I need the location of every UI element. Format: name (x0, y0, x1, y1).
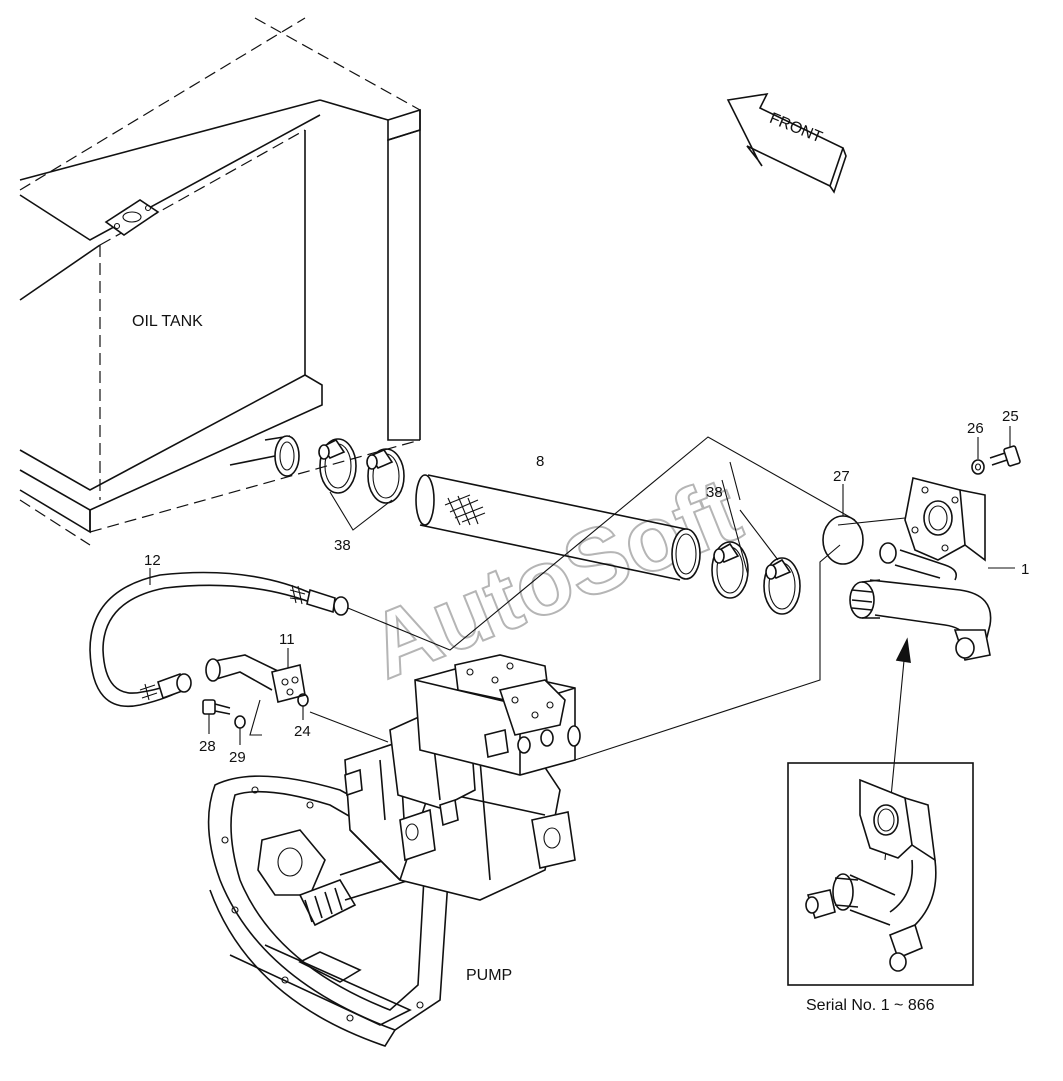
callout-1: 1 (1021, 561, 1029, 578)
hose-clamp-upper-left (318, 438, 357, 494)
callout-8: 8 (536, 453, 544, 470)
washer-small (234, 715, 246, 745)
hose-clamp-lower-right (763, 557, 801, 615)
elbow-fitting (205, 648, 306, 703)
pump-assembly (207, 654, 581, 1047)
suction-hose (415, 474, 701, 581)
pilot-hose (89, 568, 349, 707)
callout-28: 28 (199, 738, 216, 755)
front-arrow (726, 92, 847, 194)
o-ring (822, 515, 864, 565)
serial-inset (787, 762, 974, 986)
suction-pipe (849, 477, 1015, 661)
washer (971, 437, 985, 475)
watermark-text: AutoSoft (355, 458, 753, 698)
oil-tank-label: OIL TANK (132, 313, 203, 330)
oil-tank (19, 17, 421, 546)
hose-clamp-lower-left (711, 541, 749, 599)
callout-27: 27 (833, 468, 850, 485)
callout-24: 24 (294, 723, 311, 740)
callout-38-upper: 38 (334, 537, 351, 554)
bolt (989, 426, 1021, 467)
o-ring-small (297, 693, 309, 720)
callout-12: 12 (144, 552, 161, 569)
callout-26: 26 (967, 420, 984, 437)
pump-label: PUMP (466, 967, 512, 984)
hose-clamp-upper-right (366, 448, 405, 504)
serial-label: Serial No. 1 ~ 866 (806, 997, 935, 1014)
callout-25: 25 (1002, 408, 1019, 425)
callout-29: 29 (229, 749, 246, 766)
callout-38-lower: 38 (706, 484, 723, 501)
bolt-small (202, 699, 231, 734)
callout-11: 11 (279, 631, 295, 648)
